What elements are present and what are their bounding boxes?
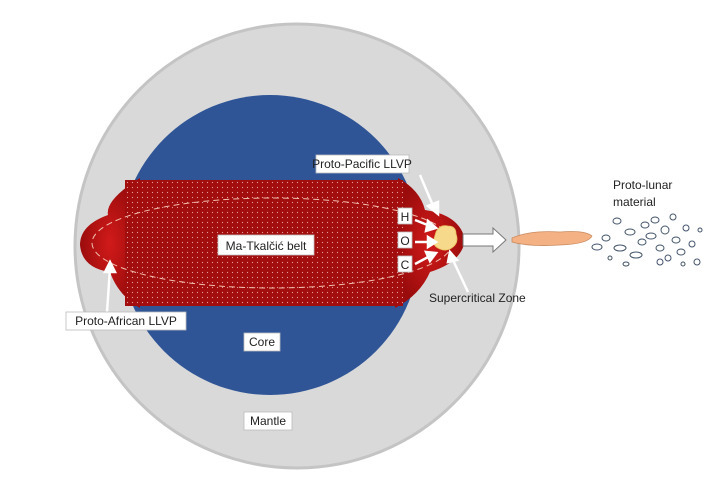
proto-lunar-label-line1: Proto-lunar <box>613 178 672 192</box>
belt-label-box <box>217 234 315 256</box>
mantle-label: Mantle <box>250 414 286 428</box>
proto-lunar-label-line2: material <box>613 195 656 209</box>
proto-african-llvp-label: Proto-African LLVP <box>75 314 177 328</box>
supercritical-zone-label: Supercritical Zone <box>429 291 526 305</box>
core-label-box <box>243 332 281 352</box>
proto-lunar-particles <box>591 213 703 267</box>
hydrogen-label: H <box>401 210 410 224</box>
c-box <box>397 255 413 273</box>
supercritical-zone <box>433 225 458 251</box>
pacific-label-box <box>315 154 410 174</box>
mantle-label-box <box>243 411 293 431</box>
ejection-arrow <box>462 226 507 254</box>
core-label: Core <box>249 335 275 349</box>
carbon-label: C <box>401 258 410 272</box>
pointer-arrows <box>102 174 470 313</box>
oxygen-label: O <box>400 234 409 248</box>
ejecta-plume <box>511 231 593 246</box>
h-box <box>397 207 413 225</box>
proto-pacific-llvp-label: Proto-Pacific LLVP <box>312 157 412 171</box>
ma-tkalcic-belt-label: Ma-Tkalčić belt <box>226 239 307 253</box>
o-box <box>397 231 413 249</box>
african-label-box <box>65 311 187 331</box>
